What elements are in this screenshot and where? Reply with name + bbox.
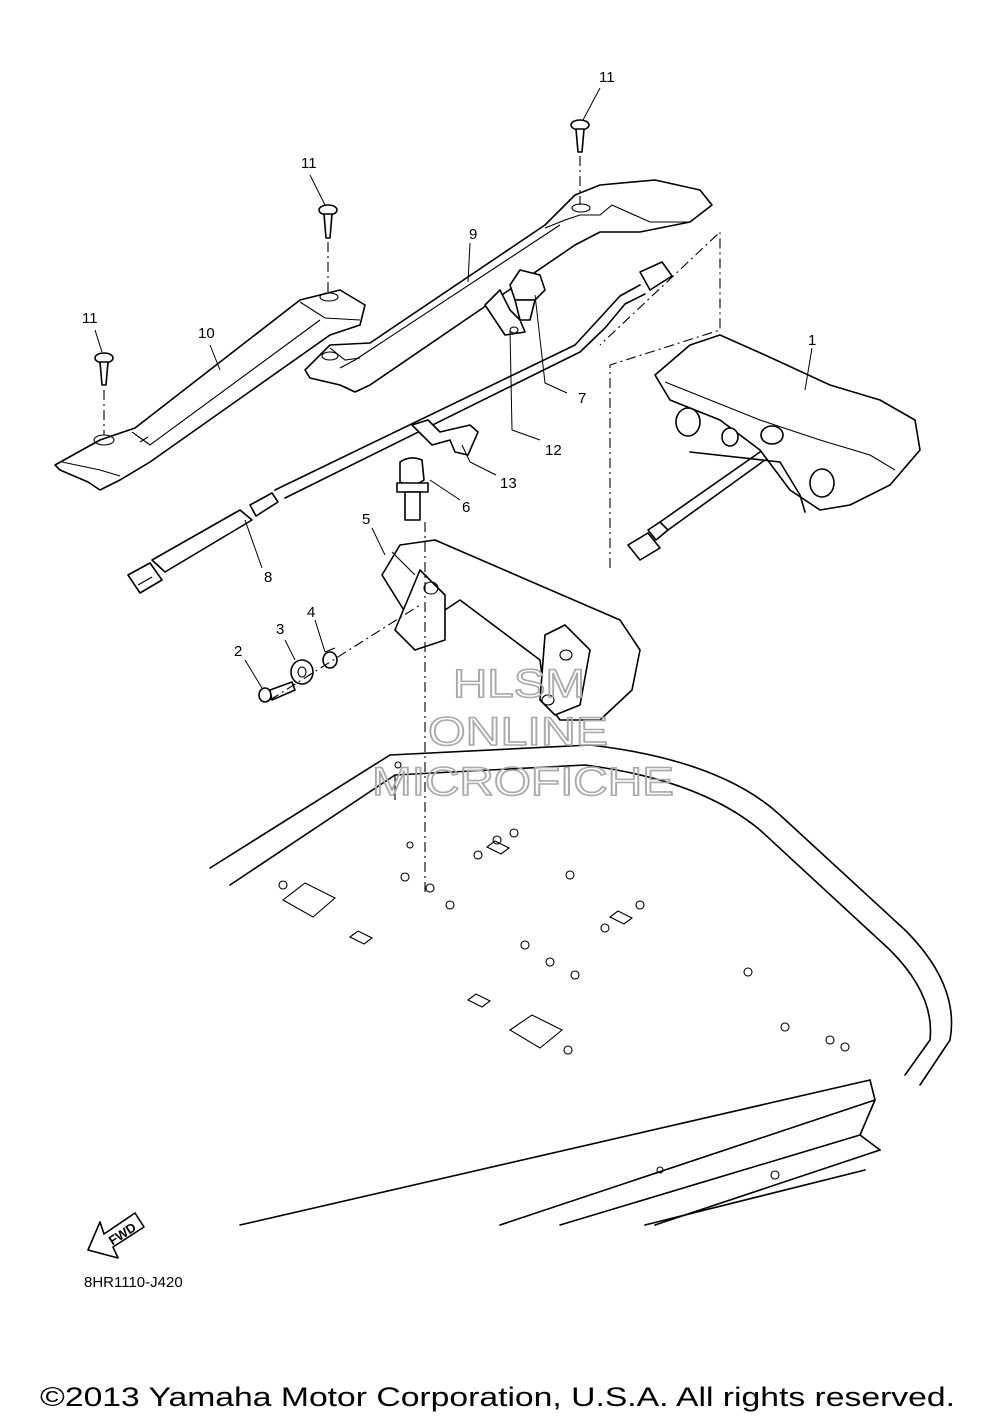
watermark-line-3: MICROFICHE [372,760,674,804]
part-13-bracket [411,419,479,456]
callout-4: 4 [307,604,315,621]
part-5-bracket [381,539,641,721]
callout-5: 5 [362,511,370,528]
part-6-bolt [396,457,429,521]
callout-11-middle: 11 [301,155,317,172]
callout-9: 9 [469,226,477,243]
callout-11-right: 11 [599,69,615,86]
part-11-screw-middle [318,204,338,239]
callout-1: 1 [808,332,816,349]
part-7-clip [509,269,546,321]
callout-8: 8 [264,569,272,586]
callout-12: 12 [545,442,562,459]
part-2-screw [258,681,296,703]
callout-6: 6 [462,499,470,516]
watermark: HLSM ONLINE MICROFICHE [371,661,675,805]
part-3-grommet [290,659,314,685]
seat-base-frame [209,744,953,1226]
watermark-line-1: HLSM [453,662,585,706]
callout-10: 10 [198,325,215,342]
part-11-screw-left [94,352,114,386]
part-10-rail [54,289,366,491]
copyright-notice: ©2013 Yamaha Motor Corporation, U.S.A. A… [40,1382,955,1412]
leader-lines [94,87,813,689]
part-9-rail [304,179,713,393]
callout-13: 13 [500,475,517,492]
diagram-code: 8HR1110-J420 [84,1274,183,1291]
part-1-light [599,230,921,568]
callout-7: 7 [578,390,586,407]
callout-11-left: 11 [82,310,98,327]
callout-2: 2 [234,643,242,660]
part-11-screw-right [570,119,590,153]
part-8-harness [127,261,673,594]
fwd-arrow-icon: FWD [87,1212,145,1259]
callout-3: 3 [276,621,284,638]
watermark-line-2: ONLINE [428,710,608,754]
